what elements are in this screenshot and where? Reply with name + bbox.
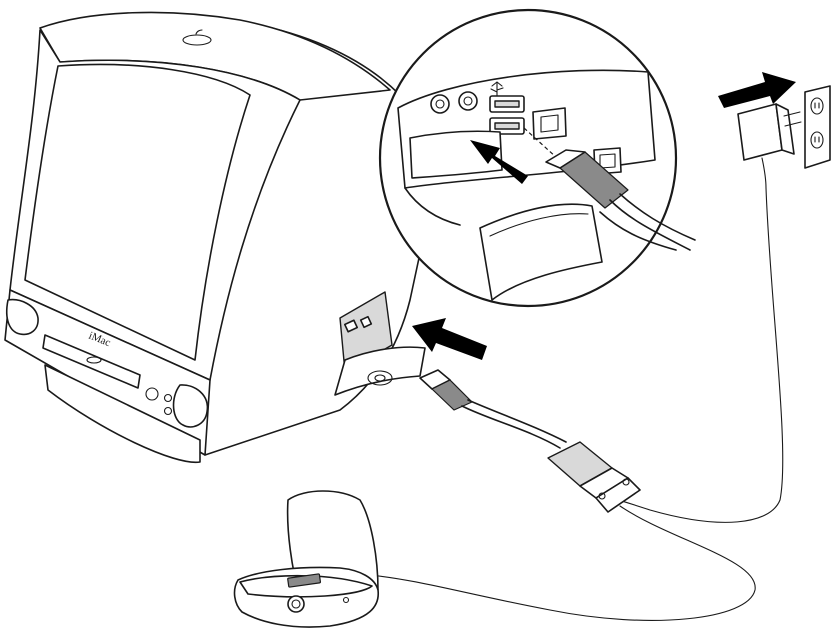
inset-door-flap [479,203,603,301]
side-port-insert-arrow [412,318,487,360]
power-button [145,387,159,401]
side-modem-port [359,315,373,329]
adapter-cord [589,187,784,523]
outlet-socket-icon [810,97,824,149]
connector-screw-right [622,478,630,486]
side-usb-port [343,319,359,333]
apple-logo-icon [182,29,212,46]
cradle-cable [369,505,756,621]
port-door-latch [367,370,393,386]
imac-screen [24,63,251,361]
audio-in-jack [458,91,478,111]
adapter-cord-root [761,157,767,189]
ethernet-port [532,107,567,140]
imac-base [44,364,201,464]
usb-serial-adapter-cable [369,369,756,621]
usb-cable [461,405,561,449]
headphone-jack [163,393,173,403]
inset-insert-arrow [470,140,528,184]
audio-out-jack [430,94,450,114]
device-cradle [233,490,379,628]
db9-connector [595,477,641,513]
inset-usb-plug-tip [545,149,586,169]
port-closeup-inset [378,8,696,308]
right-speaker-grill [172,384,209,428]
cradle-indicator-light [342,596,350,604]
cradle-top-face [239,574,373,598]
imac-computer: iMac [4,11,428,464]
outlet-insert-arrow [718,72,796,108]
adapter-prongs [783,111,802,127]
hotsync-button [287,595,305,613]
ac-adapter [737,103,783,161]
left-speaker-grill [5,298,39,336]
connector-screw-left [598,492,606,500]
cd-eject-button [86,356,102,364]
usb-icon [490,81,504,97]
power-supply [589,72,831,523]
audio-jack [163,406,173,416]
cd-drive-slot [42,334,141,389]
inset-usb-cable [609,199,691,251]
cradle-connector-slot [287,573,322,588]
